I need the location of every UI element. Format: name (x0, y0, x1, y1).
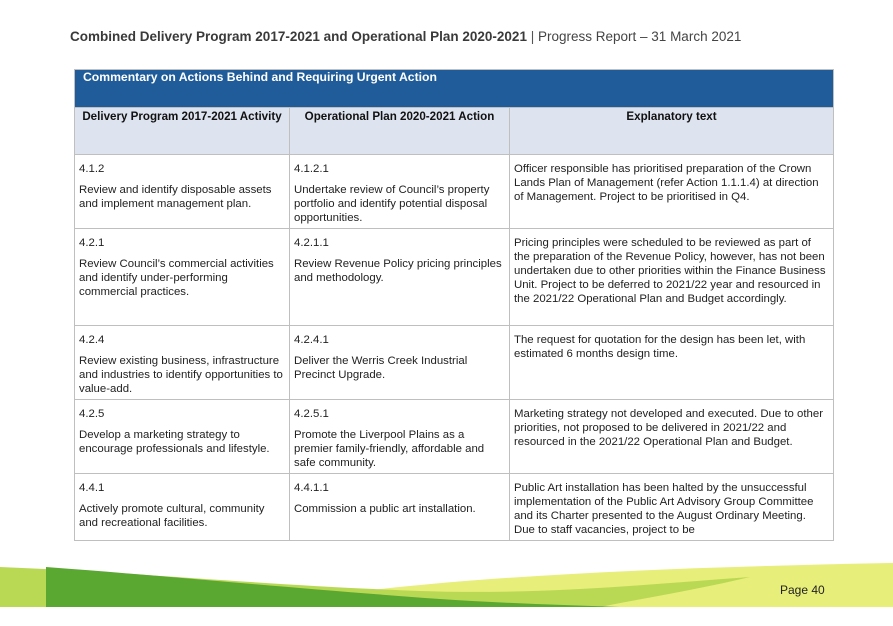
action-text: Promote the Liverpool Plains as a premie… (294, 429, 485, 469)
table-title: Commentary on Actions Behind and Requiri… (74, 69, 834, 108)
column-header-action: Operational Plan 2020-2021 Action (289, 107, 510, 155)
explanatory-cell: Pricing principles were scheduled to be … (509, 228, 834, 326)
action-code: 4.2.5.1 (294, 408, 329, 420)
activity-text: Review Council’s commercial activities a… (79, 258, 274, 298)
action-text: Undertake review of Council’s property p… (294, 184, 490, 224)
activity-text: Actively promote cultural, community and… (79, 503, 265, 529)
activity-text: Review and identify disposable assets an… (79, 184, 272, 210)
activity-code: 4.1.2 (79, 163, 105, 175)
explanatory-cell: The request for quotation for the design… (509, 325, 834, 400)
actions-table: Commentary on Actions Behind and Requiri… (74, 69, 834, 541)
column-header-row: Delivery Program 2017-2021 Activity Oper… (74, 107, 834, 155)
page-number: Page 40 (780, 583, 825, 597)
action-code: 4.4.1.1 (294, 482, 329, 494)
column-header-activity: Delivery Program 2017-2021 Activity (74, 107, 290, 155)
action-text: Deliver the Werris Creek Industrial Prec… (294, 355, 468, 381)
explanatory-cell: Marketing strategy not developed and exe… (509, 399, 834, 474)
footer-wave-decoration (0, 563, 893, 607)
activity-code: 4.4.1 (79, 482, 105, 494)
action-code: 4.1.2.1 (294, 163, 329, 175)
header-title: Combined Delivery Program 2017-2021 and … (70, 29, 527, 44)
explanatory-cell: Officer responsible has prioritised prep… (509, 154, 834, 229)
header-separator: | (530, 29, 535, 44)
footer-dark-green-band (46, 567, 620, 607)
action-code: 4.2.1.1 (294, 237, 329, 249)
action-text: Commission a public art installation. (294, 503, 476, 515)
header-subtitle: Progress Report – 31 March 2021 (538, 29, 742, 44)
page-header: Combined Delivery Program 2017-2021 and … (70, 29, 741, 44)
action-code: 4.2.4.1 (294, 334, 329, 346)
explanatory-cell: Public Art installation has been halted … (509, 473, 834, 541)
activity-text: Develop a marketing strategy to encourag… (79, 429, 270, 455)
activity-code: 4.2.5 (79, 408, 105, 420)
table-title-row: Commentary on Actions Behind and Requiri… (74, 69, 834, 108)
column-header-explanatory: Explanatory text (509, 107, 834, 155)
activity-code: 4.2.1 (79, 237, 105, 249)
action-text: Review Revenue Policy pricing principles… (294, 258, 502, 284)
activity-code: 4.2.4 (79, 334, 105, 346)
activity-text: Review existing business, infrastructure… (79, 355, 283, 395)
